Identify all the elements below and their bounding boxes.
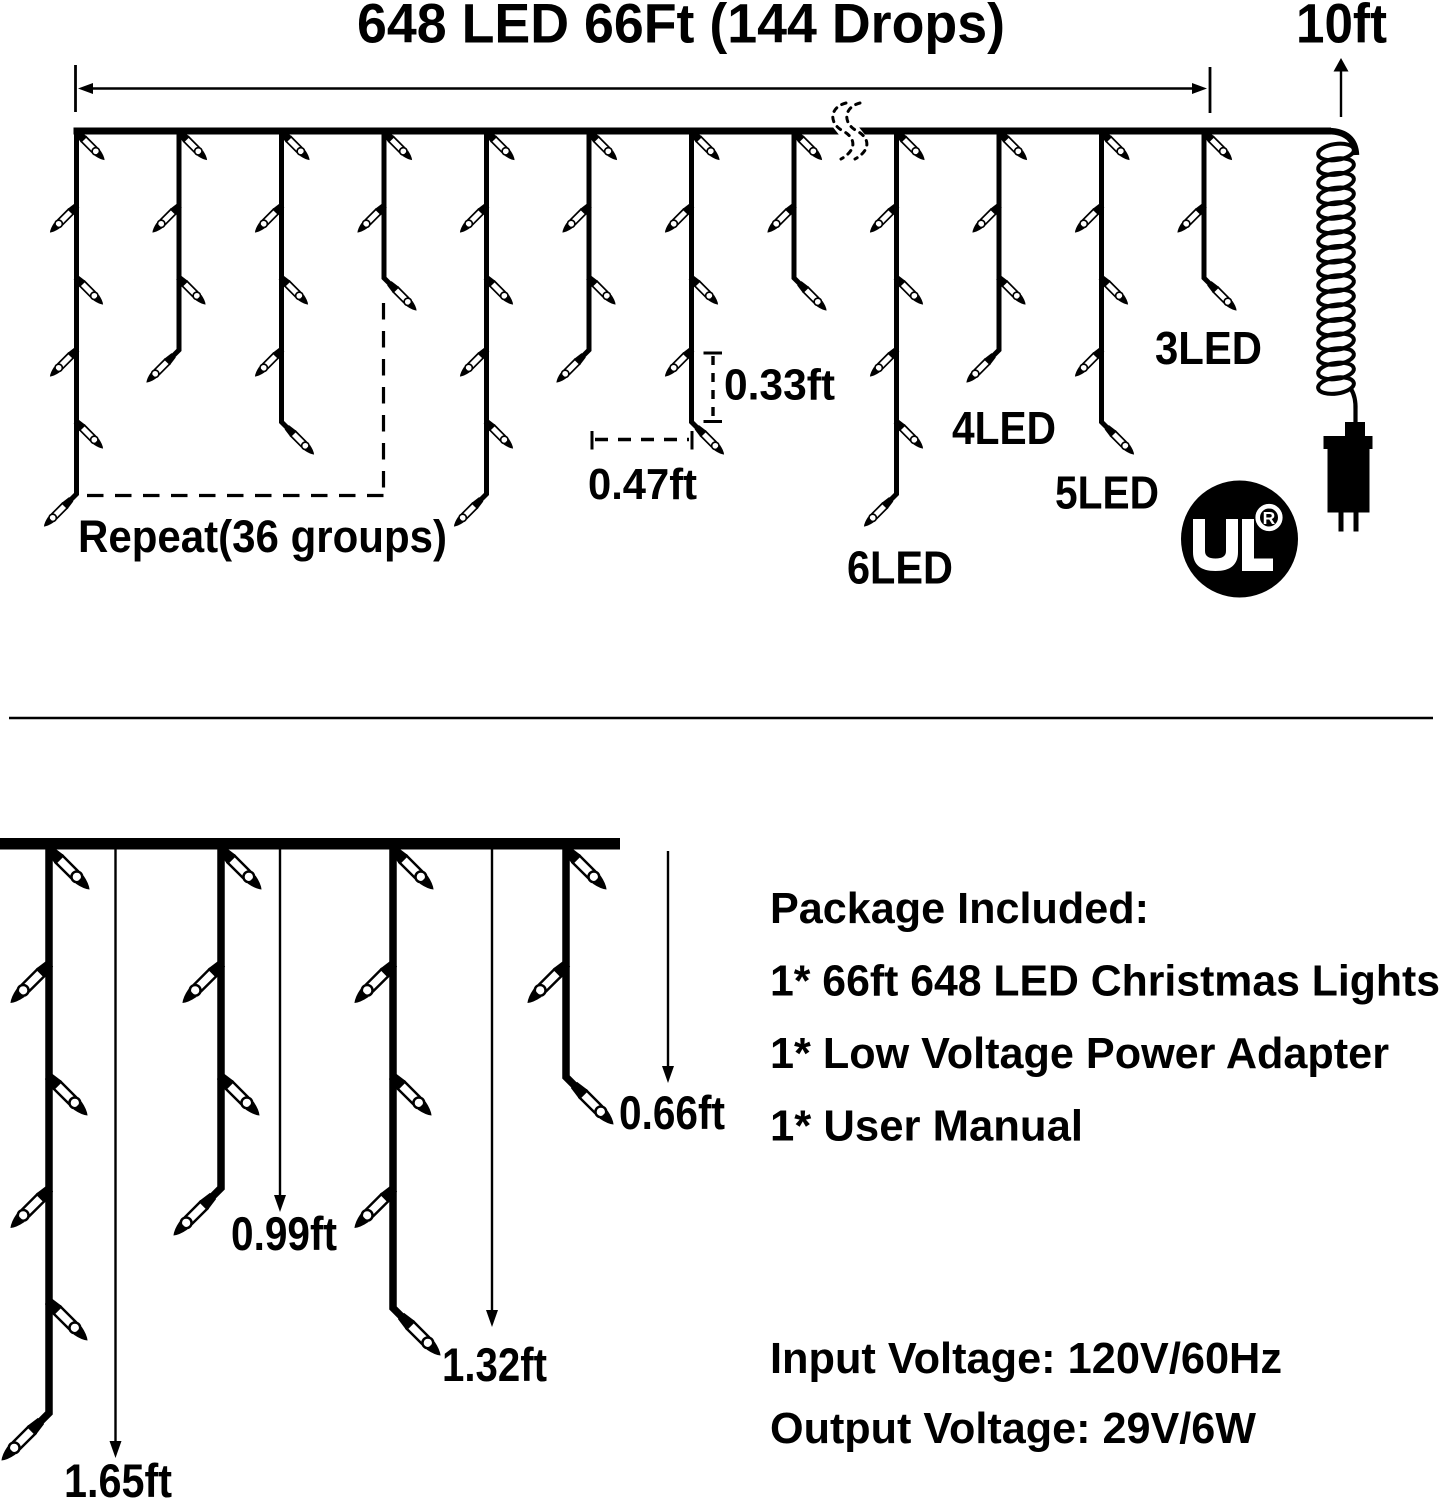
svg-text:648 LED 66Ft (144 Drops): 648 LED 66Ft (144 Drops): [357, 0, 1005, 55]
svg-text:1* 66ft 648 LED Christmas Ligh: 1* 66ft 648 LED Christmas Lights: [770, 957, 1440, 1006]
svg-text:R: R: [1263, 508, 1276, 528]
svg-text:1* User Manual: 1* User Manual: [770, 1102, 1083, 1151]
svg-text:Output Voltage: 29V/6W: Output Voltage: 29V/6W: [770, 1404, 1256, 1453]
svg-text:5LED: 5LED: [1055, 467, 1159, 519]
svg-text:1* Low Voltage Power Adapter: 1* Low Voltage Power Adapter: [770, 1029, 1389, 1078]
svg-text:1.65ft: 1.65ft: [64, 1454, 172, 1500]
svg-text:3LED: 3LED: [1155, 322, 1262, 374]
svg-text:10ft: 10ft: [1296, 0, 1387, 55]
svg-text:6LED: 6LED: [847, 542, 953, 594]
svg-text:Repeat(36 groups): Repeat(36 groups): [78, 511, 447, 562]
svg-text:Input Voltage: 120V/60Hz: Input Voltage: 120V/60Hz: [770, 1334, 1282, 1383]
svg-text:Package Included:: Package Included:: [770, 884, 1149, 933]
svg-text:0.66ft: 0.66ft: [619, 1086, 725, 1139]
svg-text:4LED: 4LED: [952, 402, 1056, 454]
svg-text:0.99ft: 0.99ft: [231, 1207, 337, 1260]
svg-text:1.32ft: 1.32ft: [442, 1338, 547, 1391]
svg-text:0.47ft: 0.47ft: [588, 460, 697, 509]
svg-text:0.33ft: 0.33ft: [724, 361, 835, 410]
